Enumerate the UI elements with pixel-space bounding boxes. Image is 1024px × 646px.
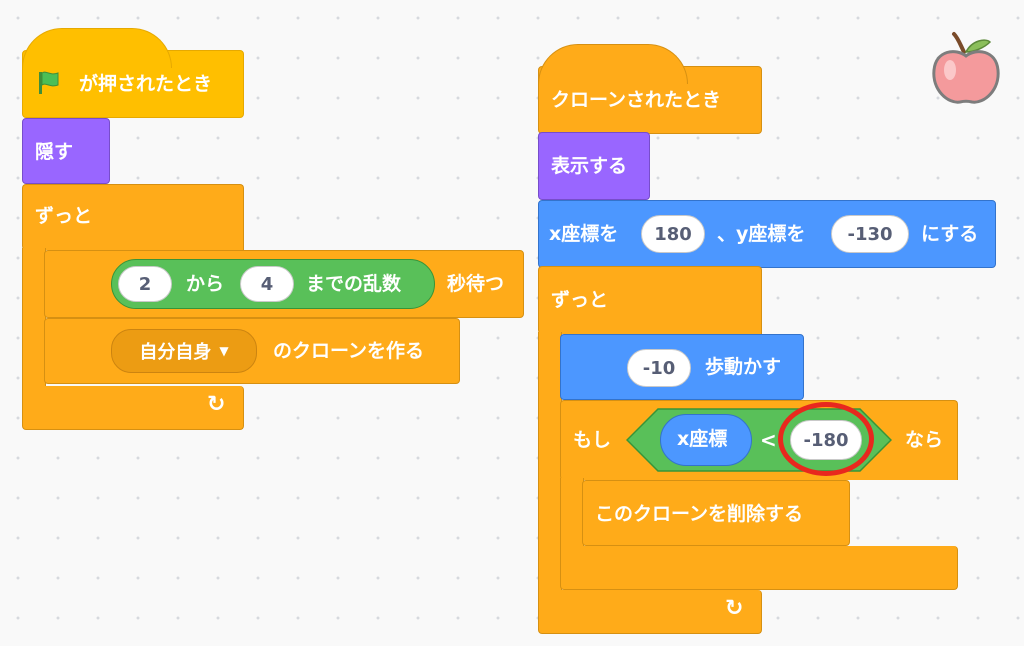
delete-clone-label: このクローンを削除する — [595, 503, 804, 525]
goto-x-input[interactable]: 180 — [641, 215, 705, 253]
kara-label: から — [186, 273, 225, 295]
move-steps-label: 歩動かす — [705, 356, 782, 378]
move-steps-block[interactable]: -10 歩動かす — [560, 334, 804, 400]
if-bottom — [560, 546, 958, 590]
hat-cap — [22, 28, 172, 68]
highlight-circle — [778, 402, 874, 476]
goto-y-label: 、y座標を — [717, 223, 806, 245]
delete-clone-block[interactable]: このクローンを削除する — [582, 480, 850, 546]
hat-label: が押されたとき — [79, 73, 213, 95]
forever-arm-right — [538, 332, 562, 592]
forever-arm-left — [22, 248, 46, 388]
goto-y-input[interactable]: -130 — [831, 215, 909, 253]
clone-hat-cap — [538, 44, 688, 84]
show-label: 表示する — [551, 155, 628, 177]
random-to-input[interactable]: 4 — [240, 266, 294, 302]
x-position-label: x座標 — [677, 428, 728, 450]
create-clone-block[interactable]: 自分自身 ▼ のクローンを作る — [44, 318, 460, 384]
clone-target-value: 自分自身 — [139, 342, 212, 363]
hide-label: 隠す — [35, 141, 74, 163]
wait-block[interactable]: 2 から 4 までの乱数 秒待つ — [44, 250, 524, 318]
forever-label-right: ずっと — [551, 289, 609, 311]
random-label: までの乱数 — [306, 273, 402, 295]
random-from-input[interactable]: 2 — [118, 266, 172, 302]
forever-block-right[interactable]: ずっと — [538, 266, 762, 334]
repeat-arrow-icon-right: ↻ — [725, 596, 744, 621]
move-steps-input[interactable]: -10 — [627, 349, 691, 387]
then-label: なら — [905, 429, 944, 451]
apple-icon — [932, 32, 1000, 104]
random-operator[interactable]: 2 から 4 までの乱数 — [111, 259, 435, 309]
show-block[interactable]: 表示する — [538, 132, 650, 200]
forever-bottom-right: ↻ — [538, 590, 762, 634]
green-flag-icon[interactable] — [36, 70, 62, 96]
forever-label: ずっと — [35, 205, 93, 227]
hide-block[interactable]: 隠す — [22, 118, 110, 184]
less-than-symbol: < — [760, 428, 777, 452]
repeat-arrow-icon: ↻ — [207, 392, 226, 417]
go-to-xy-block[interactable]: x座標を 180 、y座標を -130 にする — [538, 200, 996, 268]
if-arm — [560, 478, 584, 548]
forever-block-left[interactable]: ずっと — [22, 184, 244, 250]
goto-x-label: x座標を — [549, 223, 619, 245]
create-clone-label: のクローンを作る — [273, 340, 425, 362]
wait-seconds-label: 秒待つ — [447, 273, 505, 295]
clone-hat-label: クローンされたとき — [551, 89, 722, 111]
x-position-reporter[interactable]: x座標 — [660, 414, 752, 466]
goto-end-label: にする — [921, 223, 979, 245]
caret-down-icon: ▼ — [219, 344, 229, 358]
clone-target-dropdown[interactable]: 自分自身 ▼ — [111, 329, 257, 373]
if-label: もし — [573, 429, 612, 451]
forever-bottom-left: ↻ — [22, 386, 244, 430]
